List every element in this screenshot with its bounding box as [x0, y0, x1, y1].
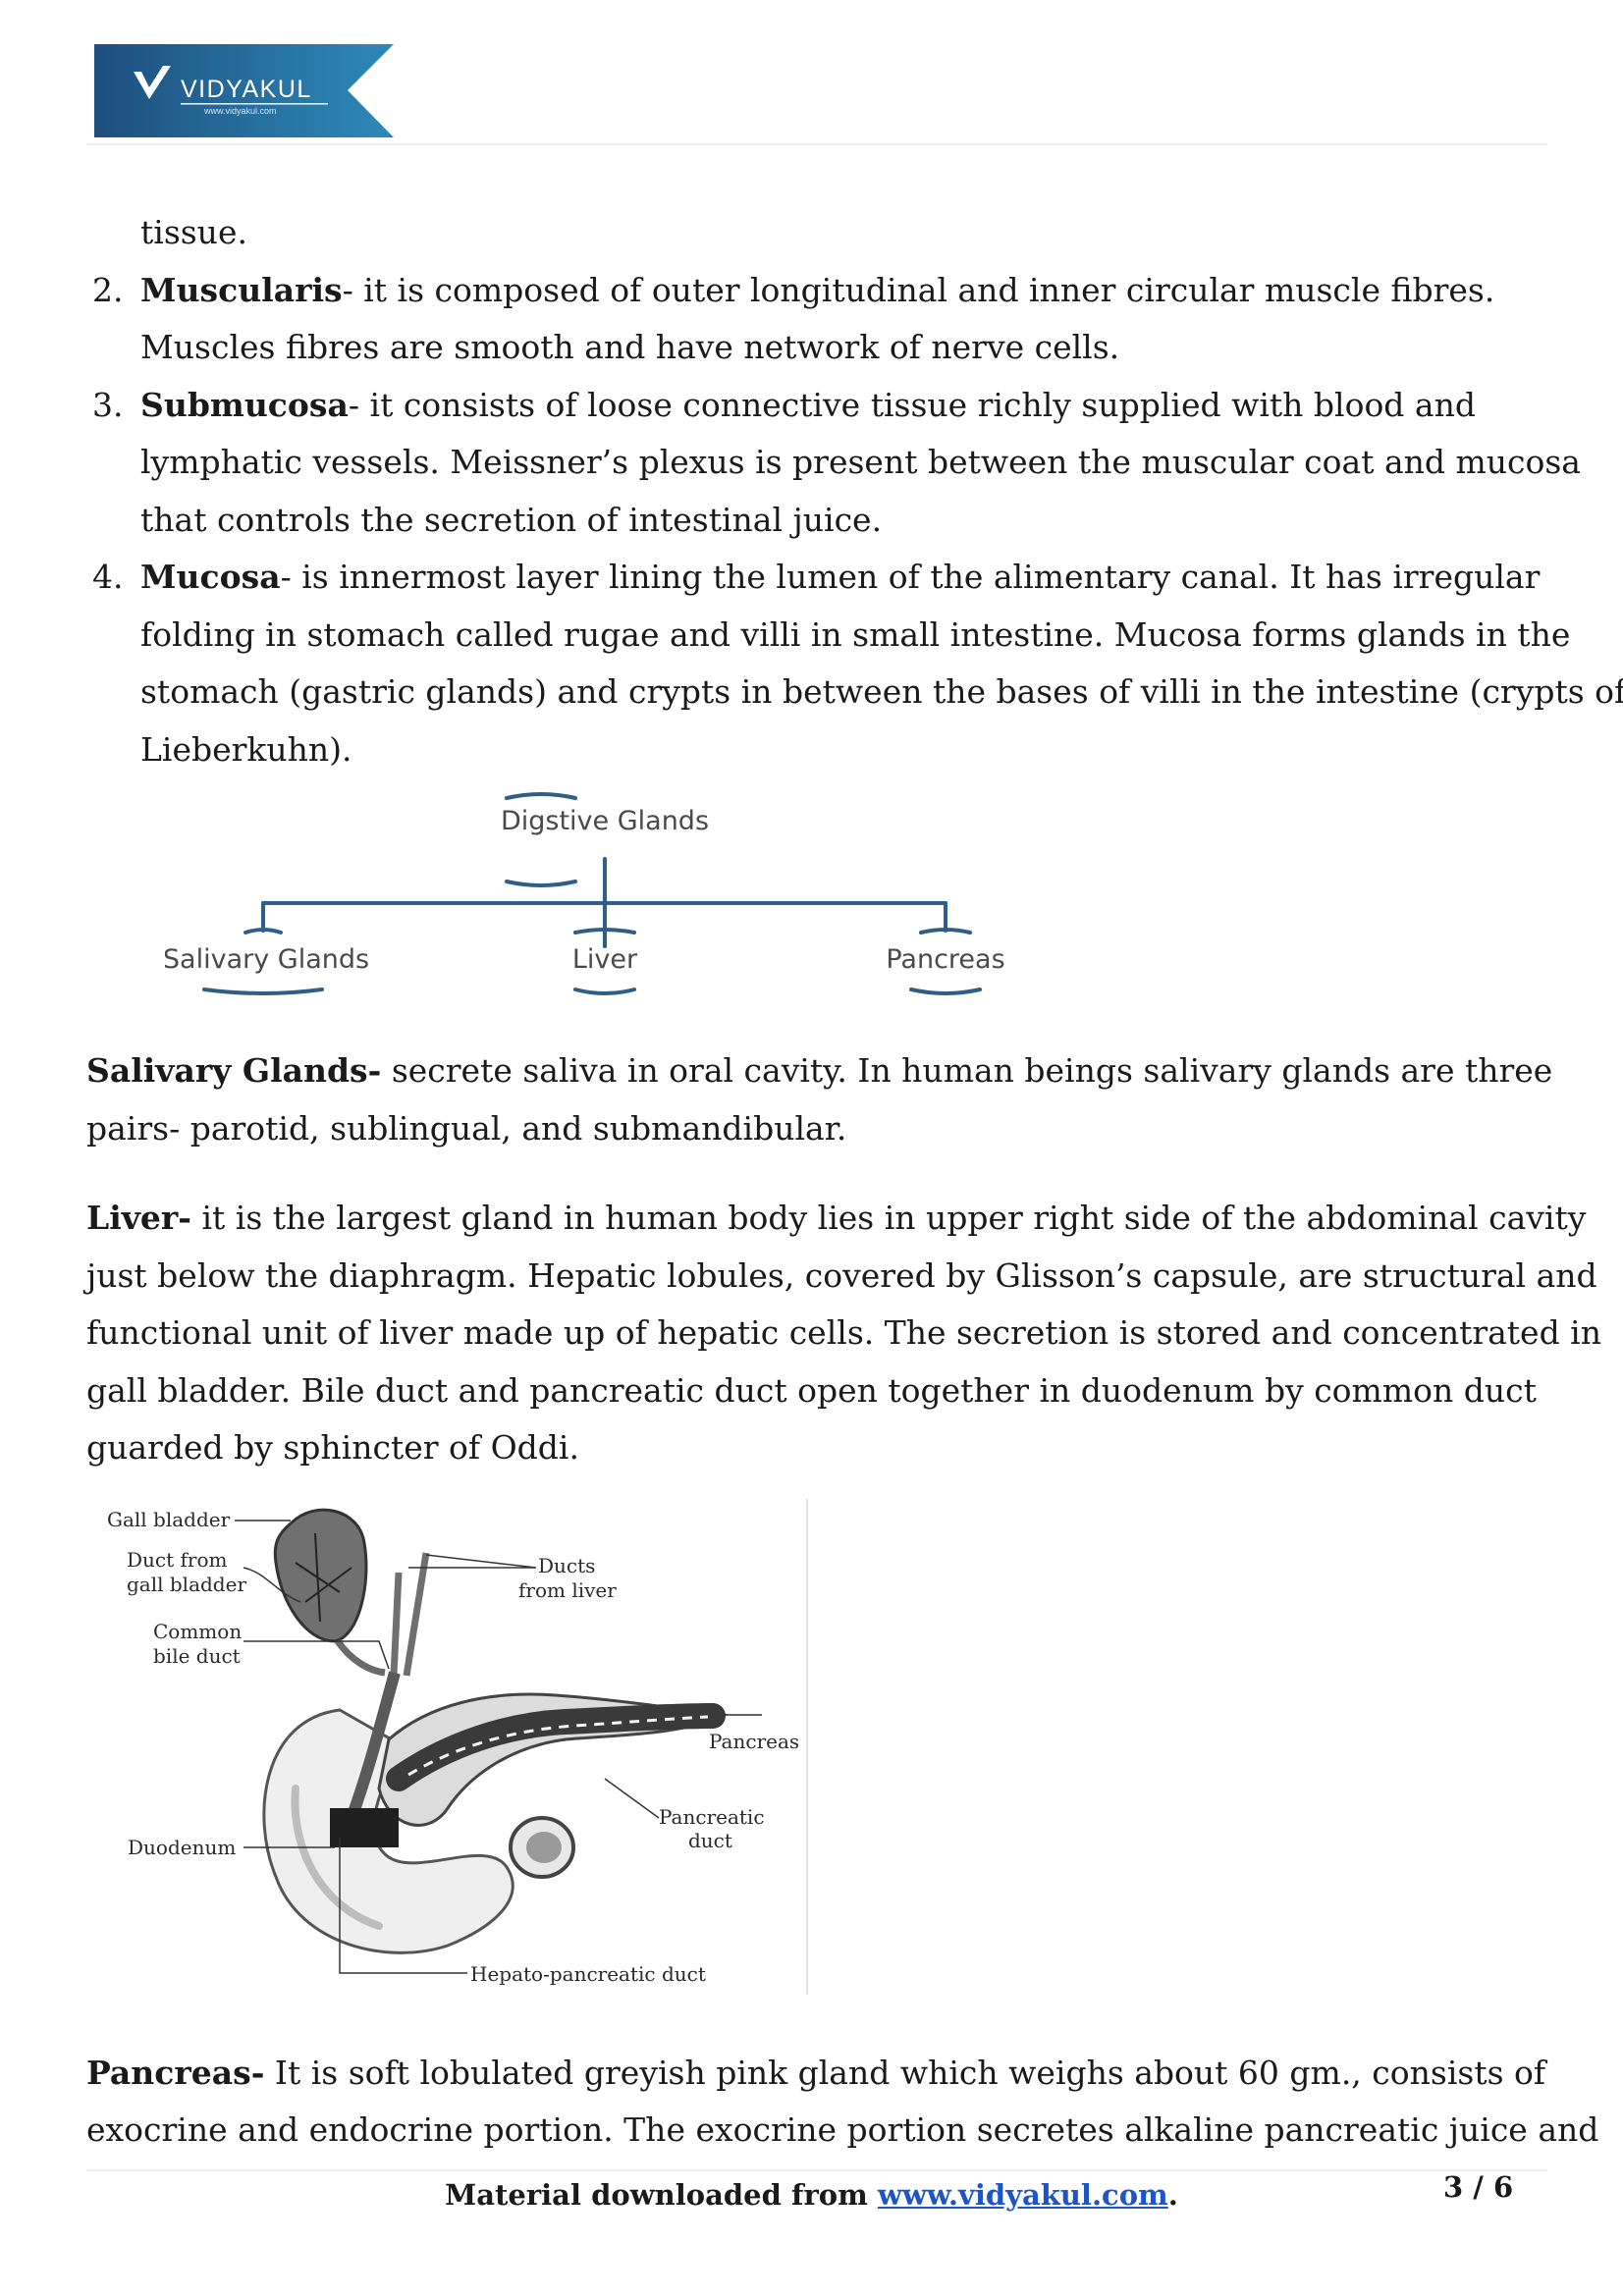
label-duct-from-gb: gall bladder	[127, 1573, 246, 1596]
liver-paragraph: Liver- it is the largest gland in human …	[86, 1190, 1601, 1477]
logo-text: VIDYAKUL	[181, 76, 312, 103]
list-number: 2.	[92, 270, 124, 309]
footer-text: Material downloaded from	[445, 2178, 878, 2212]
diagram-child-label: Liver	[572, 944, 638, 975]
list-item: 2. Muscularis- it is composed of outer lo…	[86, 262, 1559, 377]
footer-divider	[86, 2169, 1547, 2171]
pancreatic-duct-shape	[386, 1703, 726, 1791]
label-duct-from-gb: Duct from	[127, 1548, 228, 1572]
pancreas-term: Pancreas-	[86, 2053, 265, 2092]
list-number: 3.	[92, 385, 124, 424]
label-pancreatic-duct: Pancreatic	[659, 1805, 765, 1829]
list-text: lymphatic vessels. Meissner’s plexus is …	[140, 443, 1581, 481]
salivary-text: secrete saliva in oral cavity. In human …	[381, 1051, 1553, 1090]
list-term: Mucosa	[140, 558, 281, 596]
label-hepato-pancreatic-duct: Hepato-pancreatic duct	[470, 1962, 706, 1986]
liver-text: gall bladder. Bile duct and pancreatic d…	[86, 1370, 1537, 1410]
common-bile-duct-shape	[346, 1671, 401, 1821]
list-term: Muscularis	[140, 270, 343, 309]
list-text: Lieberkuhn).	[140, 729, 352, 769]
liver-text: functional unit of liver made up of hepa…	[86, 1313, 1601, 1352]
label-ducts-from-liver: Ducts	[538, 1554, 595, 1577]
vidyakul-logo[interactable]: VIDYAKUL www.vidyakul.com	[94, 44, 394, 137]
vidyakul-mark-icon	[134, 66, 171, 99]
salivary-term: Salivary Glands-	[86, 1051, 382, 1090]
footer-link[interactable]: www.vidyakul.com	[877, 2178, 1168, 2212]
liver-pancreas-figure: Gall bladder Duct from gall bladder Comm…	[94, 1494, 819, 1997]
continuation-line: tissue.	[140, 213, 247, 251]
liver-term: Liver-	[86, 1199, 191, 1237]
child-brace-top	[243, 928, 283, 934]
list-item: 3. Submucosa- it consists of loose connec…	[86, 377, 1581, 550]
header-divider	[86, 143, 1547, 145]
label-pancreas: Pancreas	[709, 1730, 799, 1753]
list-text: Muscles fibres are smooth and have netwo…	[140, 328, 1120, 366]
page-content: tissue. 2. Muscularis- it is composed of …	[86, 204, 1623, 2160]
footer: Material downloaded from www.vidyakul.co…	[0, 2178, 1623, 2212]
label-pancreatic-duct: duct	[688, 1829, 732, 1852]
list-text: - it consists of loose connective tissue…	[348, 385, 1476, 424]
label-common-bile-duct: bile duct	[153, 1644, 241, 1668]
liver-text: just below the diaphragm. Hepatic lobule…	[86, 1255, 1597, 1295]
list-text: - is innermost layer lining the lumen of…	[280, 558, 1541, 596]
list-number: 4.	[92, 558, 124, 596]
diagram-root-label: Digstive Glands	[501, 806, 709, 836]
list-text: folding in stomach called rugae and vill…	[140, 614, 1571, 654]
liver-text: it is the largest gland in human body li…	[191, 1199, 1587, 1237]
diagram-child-label: Salivary Glands	[165, 944, 369, 975]
child-brace-bottom	[202, 988, 324, 995]
list-text: - it is composed of outer longitudinal a…	[342, 270, 1495, 309]
footer-period: .	[1167, 2178, 1178, 2212]
label-common-bile-duct: Common	[153, 1620, 242, 1643]
label-ducts-from-liver: from liver	[518, 1578, 617, 1602]
pancreas-text: It is soft lobulated greyish pink gland …	[264, 2053, 1546, 2092]
root-brace-top	[505, 792, 577, 800]
salivary-text: pairs- parotid, sublingual, and submandi…	[86, 1108, 847, 1148]
diagram-child-label: Pancreas	[886, 944, 1004, 975]
pancreas-text: exocrine and endocrine portion. The exoc…	[86, 2110, 1599, 2149]
salivary-paragraph: Salivary Glands- secrete saliva in oral …	[86, 1042, 1559, 1157]
pancreas-paragraph: Pancreas- It is soft lobulated greyish p…	[86, 2045, 1599, 2160]
list-term: Submucosa	[140, 385, 349, 424]
liver-text: guarded by sphincter of Oddi.	[86, 1428, 579, 1467]
label-gall-bladder: Gall bladder	[107, 1508, 231, 1531]
list-item: 4. Mucosa- is innermost layer lining the …	[86, 549, 1623, 778]
logo-subtext: www.vidyakul.com	[203, 106, 277, 116]
ampulla-shape	[330, 1808, 399, 1847]
gall-bladder-shape	[273, 1508, 368, 1643]
digestive-glands-diagram: Digstive Glands Salivary Glands Liver Pa…	[163, 785, 1019, 1001]
page-number: 3 / 6	[1443, 2170, 1514, 2204]
root-brace-bottom	[505, 880, 577, 887]
list-text: that controls the secretion of intestina…	[140, 500, 883, 539]
list-text: stomach (gastric glands) and crypts in b…	[140, 672, 1623, 711]
label-duodenum: Duodenum	[128, 1836, 236, 1859]
